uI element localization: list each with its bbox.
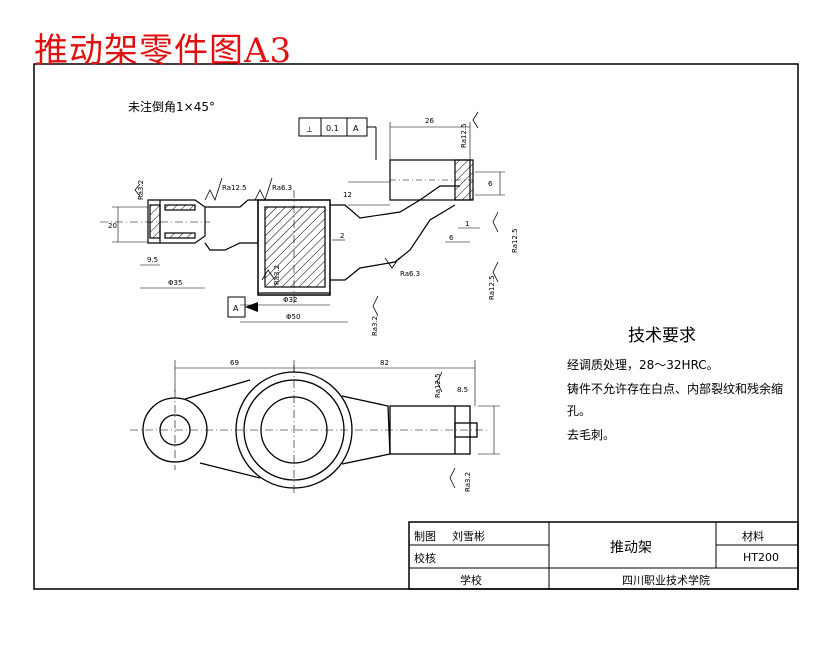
dim-2: 2 <box>340 232 344 240</box>
dim-32: Φ32 <box>283 296 297 304</box>
chamfer-note: 未注倒角1×45° <box>128 100 215 114</box>
title-block-grid <box>408 521 799 590</box>
dim-8-5: 8.5 <box>457 386 468 394</box>
roughness-9: Ra12.5 <box>488 275 496 300</box>
tech-line-1: 经调质处理，28～32HRC。 <box>567 358 719 372</box>
page-title: 推动架零件图A3 <box>34 31 293 71</box>
school-name: 四川职业技术学院 <box>622 574 710 587</box>
dim-6a: 6 <box>449 234 454 242</box>
roughness-7: Ra12.5 <box>511 228 519 253</box>
roughness-4: Ra6.3 <box>400 270 420 278</box>
material-label: 材料 <box>742 530 764 543</box>
check-label: 校核 <box>414 552 436 565</box>
roughness-3: Ra3.2 <box>137 180 145 200</box>
school-label: 学校 <box>460 574 482 587</box>
roughness-2: Ra6.3 <box>272 184 292 192</box>
roughness-11: Ra3.2 <box>464 472 472 492</box>
drawn-label: 制图 <box>414 530 436 543</box>
tolerance-value: 0.1 <box>326 124 339 133</box>
part-name: 推动架 <box>610 540 652 556</box>
tech-requirements-heading: 技术要求 <box>628 326 696 346</box>
dim-35: Φ35 <box>168 279 182 287</box>
front-view <box>100 159 474 305</box>
dim-20: 20 <box>108 222 117 230</box>
tech-line-4: 去毛刺。 <box>567 428 616 442</box>
datum-label: A <box>233 304 239 313</box>
roughness-1: Ra12.5 <box>222 184 247 192</box>
dim-9-5: 9.5 <box>147 256 158 264</box>
material-value: HT200 <box>743 551 779 564</box>
roughness-6: Ra12.5 <box>460 123 468 148</box>
dim-12: 12 <box>343 191 352 199</box>
dim-50: Φ50 <box>286 313 300 321</box>
tolerance-frame <box>298 117 377 160</box>
roughness-5: Ra3.2 <box>273 265 281 285</box>
dim-69: 69 <box>230 359 239 367</box>
drawn-name: 刘雪彬 <box>452 530 485 543</box>
tech-line-3: 孔。 <box>567 404 592 418</box>
roughness-10: Ra12.5 <box>434 373 442 398</box>
dim-6b: 6 <box>488 180 493 188</box>
tech-line-2: 铸件不允许存在白点、内部裂纹和残余缩 <box>567 382 784 396</box>
dim-1: 1 <box>465 220 469 228</box>
tolerance-symbol: ⊥ <box>306 125 313 134</box>
dim-26: 26 <box>425 117 434 125</box>
dim-82: 82 <box>380 359 389 367</box>
roughness-8: Ra3.2 <box>371 316 379 336</box>
tolerance-datum: A <box>353 124 359 133</box>
